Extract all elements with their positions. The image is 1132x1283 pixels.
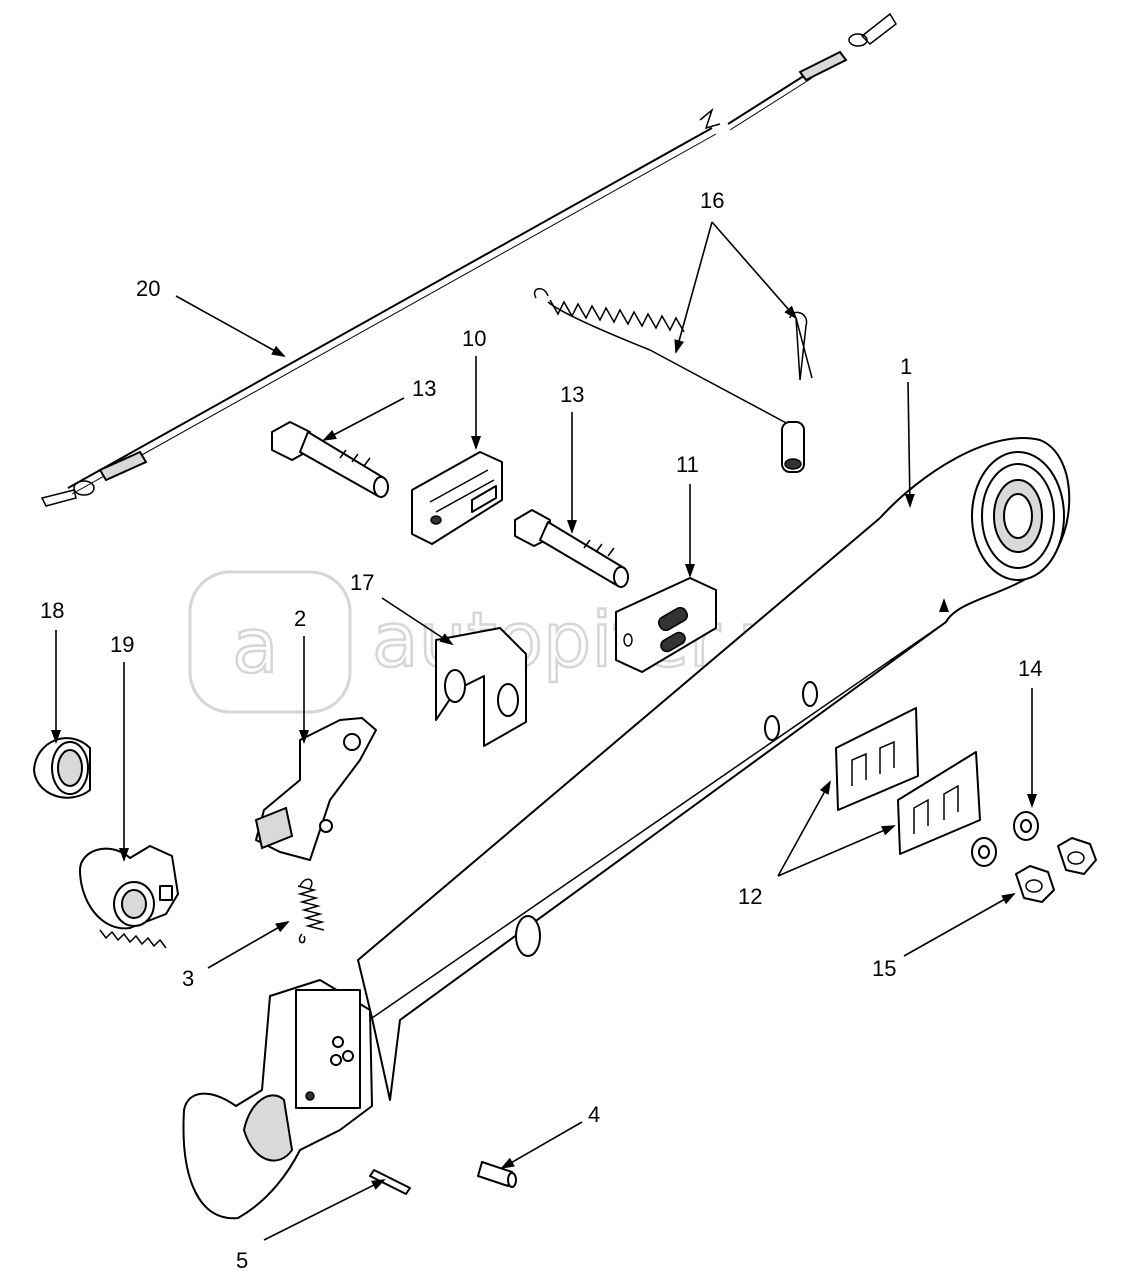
label-part-11: 11 (676, 452, 699, 477)
label-part-3: 3 (182, 966, 194, 991)
watermark-logo-frame (188, 570, 352, 714)
part-17-u-bracket (435, 627, 527, 747)
label-part-1: 1 (900, 354, 912, 379)
part-16-spring-rod (533, 287, 813, 473)
label-part-2: 2 (294, 606, 306, 631)
label-part-17: 17 (350, 570, 374, 595)
part-14-washers (971, 811, 1039, 867)
label-part-14: 14 (1018, 656, 1042, 681)
label-part-12: 12 (738, 884, 762, 909)
part-15-nuts (1015, 837, 1097, 903)
part-11-block (615, 577, 717, 673)
callout-labels: 20 16 1 10 13 13 11 17 2 18 19 3 4 5 12 … (40, 188, 1042, 1273)
label-part-18: 18 (40, 598, 64, 623)
watermark-logo-glyph: a (232, 601, 279, 690)
leader-lines (51, 221, 1037, 1241)
label-part-19: 19 (110, 632, 134, 657)
label-part-5: 5 (236, 1248, 248, 1273)
label-part-13-upper: 13 (412, 376, 436, 401)
part-5-pin (369, 1169, 411, 1195)
label-part-20: 20 (136, 276, 160, 301)
label-part-4: 4 (588, 1102, 600, 1127)
part-20-cable (40, 12, 897, 507)
part-4-pin (477, 1161, 517, 1188)
part-1-lower-link (182, 437, 1071, 1220)
part-3-spring (297, 878, 325, 944)
part-13-bolt-lower (514, 509, 629, 588)
part-13-bolt-upper (271, 421, 389, 498)
label-part-13-lower: 13 (560, 382, 584, 407)
part-12-shims (835, 707, 981, 855)
part-19-ball-retainer (79, 845, 179, 949)
part-10-bracket (411, 451, 503, 545)
part-2-latch (254, 717, 377, 861)
part-18-ball (33, 737, 91, 799)
label-part-10: 10 (462, 326, 486, 351)
label-part-16: 16 (700, 188, 724, 213)
label-part-15: 15 (872, 956, 896, 981)
